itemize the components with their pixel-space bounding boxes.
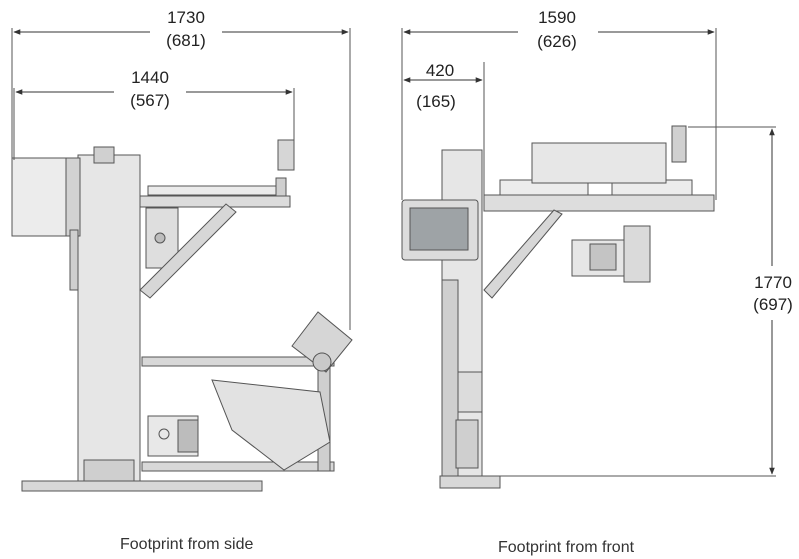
front-offset-dimension: 420 (165) bbox=[403, 61, 485, 195]
front-offset-in: (165) bbox=[416, 92, 456, 111]
front-offset-mm: 420 bbox=[426, 61, 454, 80]
side-overall-dimension: 1730 (681) bbox=[11, 8, 351, 330]
front-view-caption: Footprint from front bbox=[498, 539, 635, 556]
front-view-drawing bbox=[401, 125, 715, 489]
side-reach-dimension: 1440 (567) bbox=[13, 68, 295, 160]
front-height-mm: 1770 bbox=[754, 273, 792, 292]
front-overall-in: (626) bbox=[537, 32, 577, 51]
front-height-in: (697) bbox=[753, 295, 793, 314]
side-overall-mm: 1730 bbox=[167, 8, 205, 27]
front-overall-dimension: 1590 (626) bbox=[401, 8, 717, 200]
side-view-drawing bbox=[11, 139, 353, 492]
side-overall-in: (681) bbox=[166, 31, 206, 50]
side-reach-mm: 1440 bbox=[131, 68, 169, 87]
side-reach-in: (567) bbox=[130, 91, 170, 110]
front-height-dimension: 1770 (697) bbox=[500, 126, 793, 477]
side-view-caption: Footprint from side bbox=[120, 536, 254, 553]
front-overall-mm: 1590 bbox=[538, 8, 576, 27]
